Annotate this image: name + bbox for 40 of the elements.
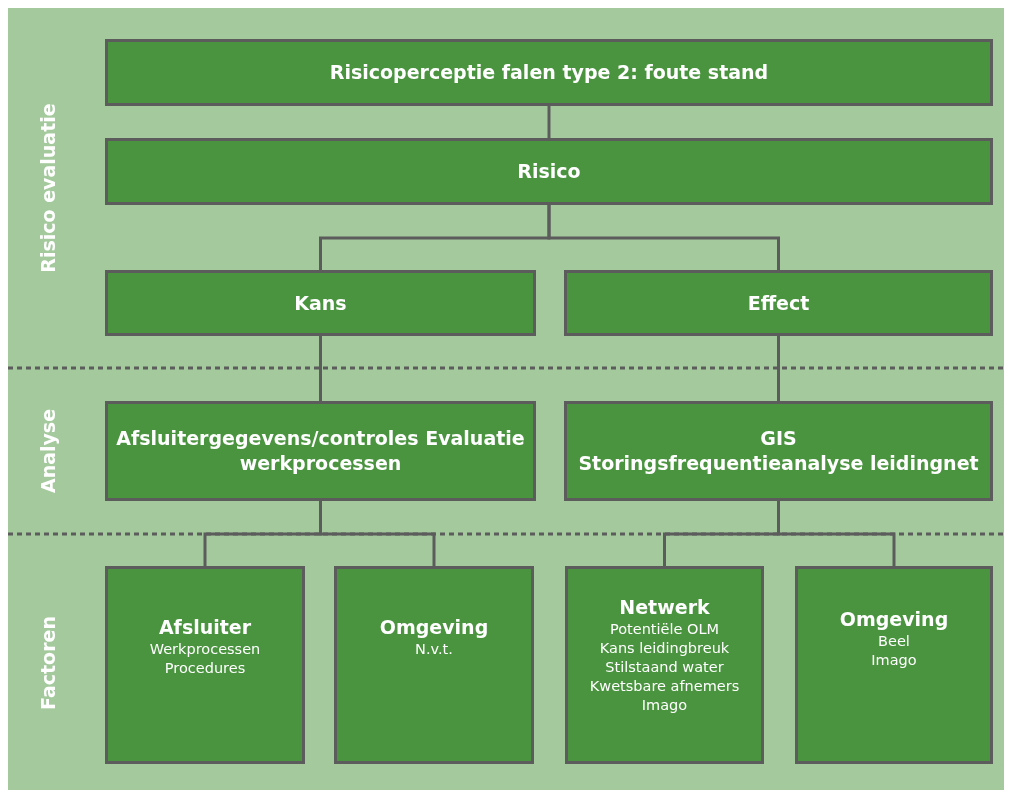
box-title: Risico: [517, 159, 581, 184]
section-label: Factoren: [37, 616, 59, 710]
connector-line: [547, 205, 780, 270]
factor-item: Imago: [871, 650, 917, 670]
factor-item: Stilstaand water: [605, 657, 724, 677]
process-box: [105, 270, 536, 336]
section-label: Analyse: [37, 408, 59, 494]
factor-box: [334, 566, 534, 764]
factor-box: [795, 566, 993, 764]
factor-box: [105, 566, 305, 764]
factor-item: Beel: [878, 631, 910, 651]
factor-item: Kans leidingbreuk: [599, 638, 730, 658]
box-title: Afsluitergegevens/controles Evaluatie werkprocessen: [115, 426, 526, 476]
box-title: Kans: [294, 290, 347, 316]
process-box: [564, 401, 993, 501]
connector-line: [777, 336, 780, 401]
process-box: [105, 401, 536, 501]
factor-item: N.v.t.: [415, 639, 453, 659]
factor-item: Procedures: [164, 658, 246, 678]
factor-title: Omgeving: [839, 607, 949, 632]
connector-line: [777, 501, 896, 566]
factor-title: Netwerk: [619, 595, 710, 620]
factor-item: Kwetsbare afnemers: [589, 677, 740, 697]
connector-line: [319, 501, 436, 566]
factor-title: Afsluiter: [158, 615, 252, 640]
factor-item: Werkprocessen: [149, 639, 261, 659]
process-box: [564, 270, 993, 336]
process-box: [105, 39, 993, 106]
factor-box: [565, 566, 764, 764]
connector-line: [319, 336, 322, 401]
factor-item: Imago: [641, 696, 688, 716]
section-label: Risico evaluatie: [37, 103, 59, 273]
factor-title: Omgeving: [379, 615, 489, 640]
process-box: [105, 138, 993, 205]
factor-item: Potentiële OLM: [609, 619, 720, 639]
box-title: Risicoperceptie falen type 2: foute stand: [329, 60, 769, 85]
box-title: Effect: [747, 290, 810, 316]
connector-line: [547, 106, 551, 138]
box-title: GIS: [760, 426, 797, 451]
box-title: Storingsfrequentieanalyse leidingnet: [578, 451, 979, 476]
